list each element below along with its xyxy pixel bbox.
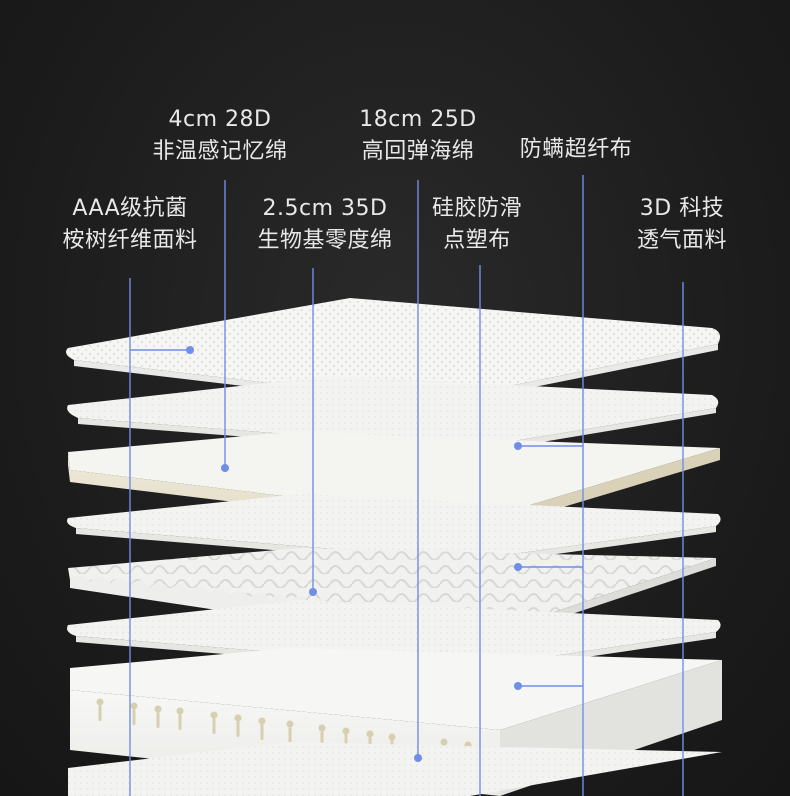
mattress-layers-illustration [0, 0, 790, 796]
